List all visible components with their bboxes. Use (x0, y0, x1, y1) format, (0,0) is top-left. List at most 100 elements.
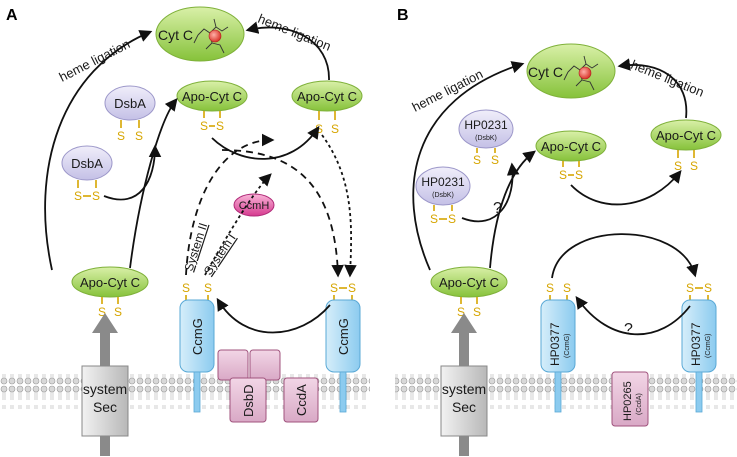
dsba-top: DsbA S S (104, 85, 156, 143)
panel-a-label: A (6, 7, 18, 24)
arrow-a-dsba (103, 144, 162, 201)
svg-text:Apo-Cyt C: Apo-Cyt C (439, 275, 499, 290)
svg-text:S: S (200, 119, 208, 133)
svg-text:Sec: Sec (93, 399, 117, 415)
cytc-a: Cyt C (155, 6, 245, 62)
dsba-bottom: DsbA S S (61, 145, 113, 203)
svg-text:S: S (117, 129, 125, 143)
heme-icon (563, 55, 599, 91)
svg-text:S: S (430, 212, 438, 226)
ccmg-left-label: CcmG (190, 318, 205, 355)
svg-text:S: S (348, 281, 356, 295)
svg-text:system: system (442, 381, 486, 397)
hp0231-bottom: HP0231 (DsbK) S S (415, 166, 471, 226)
heme-icon (193, 18, 229, 54)
arrow-a-apo-up (129, 98, 178, 269)
svg-text:DsbA: DsbA (114, 96, 146, 111)
svg-text:S: S (575, 168, 583, 182)
svg-text:S: S (491, 153, 499, 167)
svg-text:S: S (98, 305, 106, 319)
arrow-b-hp0231 (461, 162, 520, 223)
svg-text:HP0377: HP0377 (548, 322, 562, 366)
svg-text:S: S (546, 281, 554, 295)
question-b-left: ? (493, 200, 502, 217)
svg-text:HP0231: HP0231 (421, 175, 465, 189)
svg-text:Apo-Cyt C: Apo-Cyt C (541, 139, 601, 154)
arrow-a-ccmg-return (216, 297, 331, 334)
svg-text:S: S (448, 212, 456, 226)
system-sec-a: system Sec (81, 313, 129, 456)
apo-cytc-a-top-left: Apo-Cyt C S S (176, 80, 248, 133)
arrow-a-system-ii (185, 133, 275, 276)
hp0377-right: S S HP0377 (CcmG) (681, 281, 717, 413)
question-b-right: ? (624, 321, 633, 338)
arrow-a-dotted-right (321, 134, 357, 278)
arrow-b-heme-right (617, 58, 688, 119)
svg-text:S: S (331, 122, 339, 136)
svg-text:S: S (315, 122, 323, 136)
svg-text:HP0377: HP0377 (689, 322, 703, 366)
hp0265: HP0265 (CcdA) (611, 371, 649, 427)
ccmg-right-label: CcmG (336, 318, 351, 355)
svg-text:S: S (182, 281, 190, 295)
svg-text:S: S (114, 305, 122, 319)
arrow-a-heme-right (245, 21, 330, 81)
system-sec-b: system Sec (440, 313, 488, 456)
apo-cytc-b-top-right: Apo-Cyt C S S (650, 119, 722, 173)
hp0231-top: HP0231 (DsbK) S S (458, 109, 514, 167)
svg-text:Apo-Cyt C: Apo-Cyt C (182, 89, 242, 104)
svg-text:S: S (135, 129, 143, 143)
svg-text:DsbD: DsbD (241, 384, 256, 417)
arrow-b-heme-left (412, 61, 525, 271)
svg-text:S: S (330, 281, 338, 295)
apo-cytc-b-top-left: Apo-Cyt C S S (535, 130, 607, 182)
svg-text:S: S (457, 305, 465, 319)
heme-ligation-a-left: heme ligation (57, 36, 133, 84)
svg-text:S: S (473, 305, 481, 319)
apo-cytc-b-bottom: Apo-Cyt C S S (430, 266, 508, 319)
arrow-b-return (575, 295, 691, 336)
svg-text:Apo-Cyt C: Apo-Cyt C (297, 89, 357, 104)
arrow-a-apo-right (211, 125, 320, 160)
svg-text:S: S (674, 159, 682, 173)
svg-text:S: S (216, 119, 224, 133)
svg-text:(CcmG): (CcmG) (705, 334, 712, 359)
svg-text:CcdA: CcdA (294, 384, 309, 416)
svg-text:(CcmG): (CcmG) (564, 334, 571, 359)
arrow-b-to-hp0377 (551, 233, 699, 279)
panel-b-label: B (397, 7, 409, 24)
system-i-label: System I (201, 231, 239, 278)
svg-text:S: S (74, 189, 82, 203)
svg-text:S: S (204, 281, 212, 295)
apo-cytc-a-top-right: Apo-Cyt C S S (291, 80, 363, 136)
svg-text:Apo-Cyt C: Apo-Cyt C (80, 275, 140, 290)
svg-text:DsbA: DsbA (71, 156, 103, 171)
arrow-b-apo-right (570, 170, 682, 206)
ccmg-left: S S CcmG (179, 281, 215, 413)
arrow-a-dashed-right (221, 149, 344, 278)
svg-text:S: S (563, 281, 571, 295)
svg-text:(DsbK): (DsbK) (475, 135, 497, 142)
hp0377-left: S S HP0377 (CcmG) (540, 281, 576, 413)
svg-text:S: S (686, 281, 694, 295)
svg-text:S: S (92, 189, 100, 203)
svg-text:system: system (83, 381, 127, 397)
svg-text:CcmH: CcmH (239, 200, 270, 212)
dsbd: DsbD (217, 349, 281, 423)
ccda: CcdA (283, 377, 319, 423)
svg-text:S: S (690, 159, 698, 173)
arrow-a-heme-left (44, 30, 153, 271)
svg-text:S: S (559, 168, 567, 182)
svg-text:(CcdA): (CcdA) (636, 393, 643, 415)
svg-text:S: S (473, 153, 481, 167)
svg-text:Sec: Sec (452, 399, 476, 415)
heme-ligation-b-right: heme ligation (629, 57, 706, 100)
ccmh: CcmH (233, 193, 275, 217)
cytc-b: Cyt C (526, 43, 616, 99)
arrow-b-apo-up (489, 150, 537, 269)
svg-text:(DsbK): (DsbK) (432, 192, 454, 199)
svg-text:S: S (704, 281, 712, 295)
ccmg-right: S S CcmG (325, 281, 361, 413)
cytc-a-label: Cyt C (158, 27, 193, 43)
